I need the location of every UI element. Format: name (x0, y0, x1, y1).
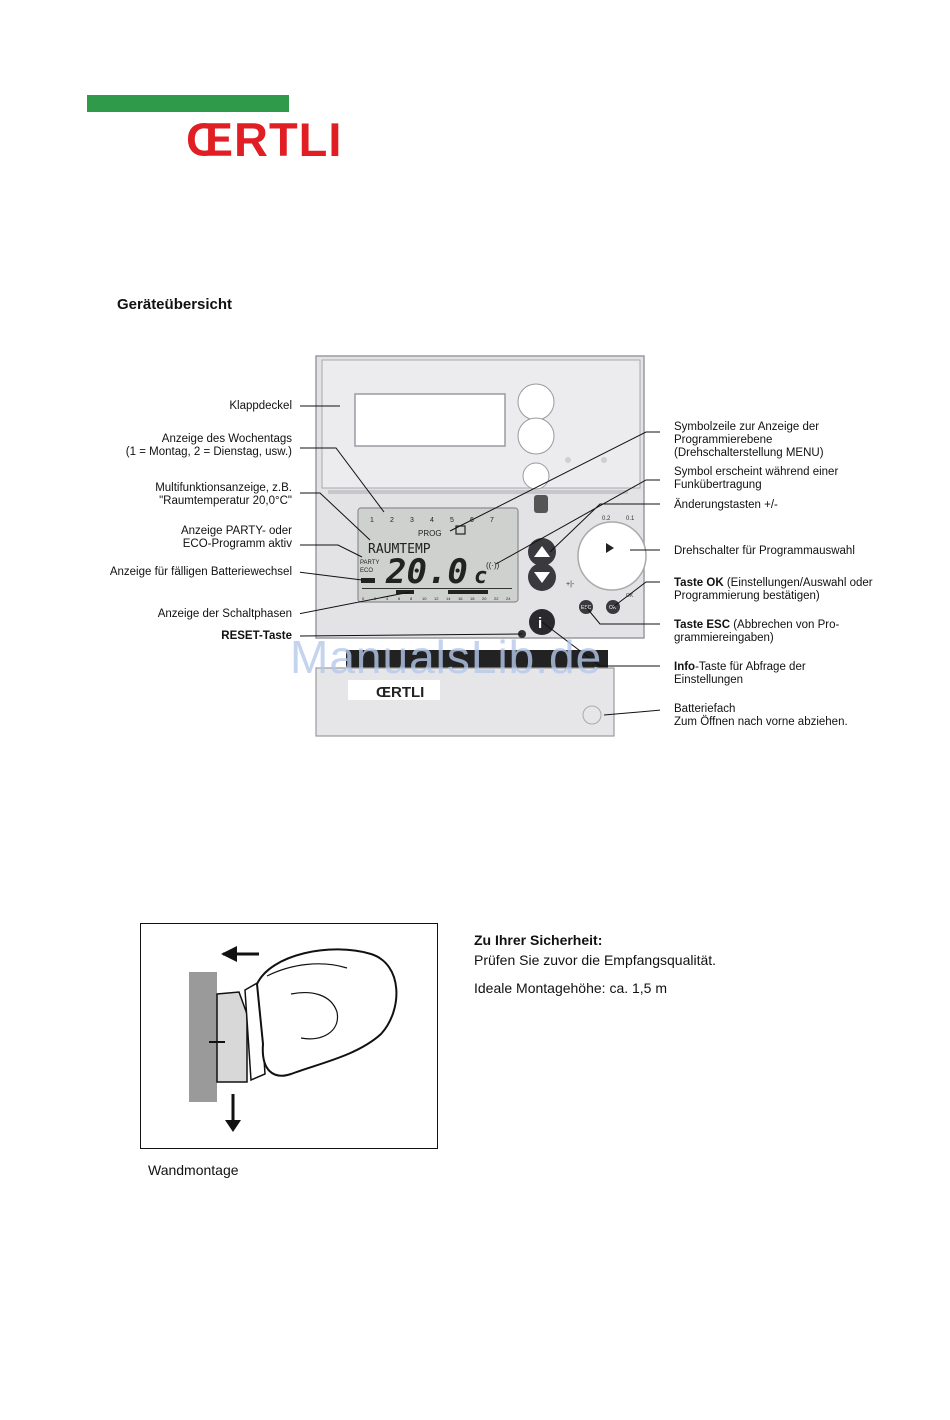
cover-dot (565, 457, 571, 463)
radio-sensor-icon (534, 495, 548, 513)
lcd-hour-tick: 24 (506, 596, 511, 601)
lcd-temperature: 20.0 (385, 552, 468, 592)
lcd-mode-text: RAUMTEMP (368, 542, 431, 557)
lcd-hour-tick: 4 (386, 596, 389, 601)
lcd-hour-tick: 10 (422, 596, 427, 601)
callout-funk: Symbol erscheint während einer Funkübert… (674, 466, 839, 491)
lcd-hour-tick: 20 (482, 596, 487, 601)
arrow-down-icon (534, 572, 550, 583)
brand-logo: ŒRTLI (186, 113, 343, 166)
dial-label: 0.1 (626, 516, 635, 522)
wall-mount-figure (140, 923, 438, 1149)
program-dial (577, 521, 647, 591)
lcd-weekday-5: 5 (450, 517, 454, 524)
cover-dot (601, 457, 607, 463)
weekday-row: 1 2 3 4 5 6 7 (370, 517, 494, 524)
callout-ok: Taste OK (Einstellungen/Auswahl oder Pro… (674, 577, 873, 602)
callout-esc: Taste ESC (Abbrechen von Pro- grammierei… (674, 619, 840, 644)
lcd-hour-tick: 18 (470, 596, 475, 601)
lcd-radio-symbol: ((·)) (486, 561, 500, 570)
lcd-weekday-6: 6 (470, 517, 474, 524)
section-title: Geräteübersicht (117, 296, 233, 313)
figure-caption: Wandmontage (148, 1162, 239, 1178)
watermark: ManualsLib.de (290, 631, 603, 683)
lcd-unit: c (474, 564, 487, 589)
battery-strip (346, 650, 608, 672)
dial-label: 0.2 (602, 516, 611, 522)
safety-line-1: Prüfen Sie zuvor die Empfangsqualität. (474, 952, 717, 968)
lcd-party-label: PARTY (360, 560, 379, 566)
callout-reset: RESET-Taste (221, 630, 292, 642)
safety-heading: Zu Ihrer Sicherheit: (474, 932, 603, 948)
cover-hole-top (517, 383, 555, 421)
callout-schaltphasen: Anzeige der Schaltphasen (157, 608, 292, 620)
callout-symbolzeile: Symbolzeile zur Anzeige der Programmiere… (674, 421, 824, 459)
dial-pointer-icon (606, 543, 614, 553)
arrow-left-head (221, 946, 237, 962)
compartment-latch (582, 705, 602, 725)
cover-hinge (328, 490, 628, 494)
lcd-phase-bar (448, 590, 488, 594)
callout-info: Info-Taste für Abfrage der Einstellungen (674, 661, 806, 686)
lcd-weekday-4: 4 (430, 517, 434, 524)
lcd-eco-label: ECO (360, 568, 373, 574)
cover-window (354, 393, 506, 447)
thermostat-side (216, 991, 248, 1083)
callout-batterie: Anzeige für fälligen Batteriewechsel (109, 566, 292, 578)
lcd-hour-tick: 6 (398, 596, 401, 601)
lcd-phase-bar (396, 590, 414, 594)
wall-mount-illustration (189, 946, 398, 1132)
callout-batteriefach: Batteriefach Zum Öffnen nach vorne abzie… (674, 703, 848, 728)
callout-klappdeckel: Klappdeckel (229, 400, 292, 412)
wall (189, 972, 217, 1102)
arrow-up-icon (534, 546, 550, 557)
lcd-prog-label: PROG (418, 529, 442, 538)
lcd-phase-baseline (362, 588, 512, 589)
lcd-hour-tick: 12 (434, 596, 439, 601)
lcd-hour-tick: 14 (446, 596, 451, 601)
cover-hole-bottom (517, 417, 555, 455)
lcd-battery-icon (361, 578, 375, 583)
brand-color-bar (87, 95, 289, 112)
safety-line-2: Ideale Montagehöhe: ca. 1,5 m (474, 980, 668, 996)
callout-aenderung: Änderungstasten +/- (674, 499, 778, 511)
lcd-hour-tick: 16 (458, 596, 463, 601)
callout-party: Anzeige PARTY- oder ECO-Programm aktiv (180, 525, 292, 550)
battery-compartment (315, 667, 615, 737)
lcd-weekday-2: 2 (390, 517, 394, 524)
lcd-weekday-1: 1 (370, 517, 374, 524)
lcd-hour-tick: 8 (410, 596, 413, 601)
lcd-weekday-7: 7 (490, 517, 494, 524)
lcd-hour-tick: 22 (494, 596, 499, 601)
lcd-hour-tick: 0 (362, 596, 365, 601)
callout-multifunktion: Multifunktionsanzeige, z.B. "Raumtempera… (155, 482, 292, 507)
lcd-weekday-3: 3 (410, 517, 414, 524)
ok-label-outside: OK (626, 593, 634, 599)
callout-drehschalter: Drehschalter für Programmauswahl (674, 545, 855, 557)
info-icon: i (538, 615, 542, 632)
arrow-down-head (225, 1120, 241, 1132)
callout-leaders (300, 405, 660, 716)
plus-minus-label: +|- (566, 581, 575, 588)
front-logo-plate (348, 680, 440, 700)
callout-wochentag: Anzeige des Wochentags (1 = Montag, 2 = … (125, 433, 292, 458)
front-logo: ŒRTLI (376, 684, 424, 701)
ok-label: OK (609, 605, 617, 611)
hand-icon (255, 948, 398, 1077)
cover-hole-small (522, 462, 550, 490)
